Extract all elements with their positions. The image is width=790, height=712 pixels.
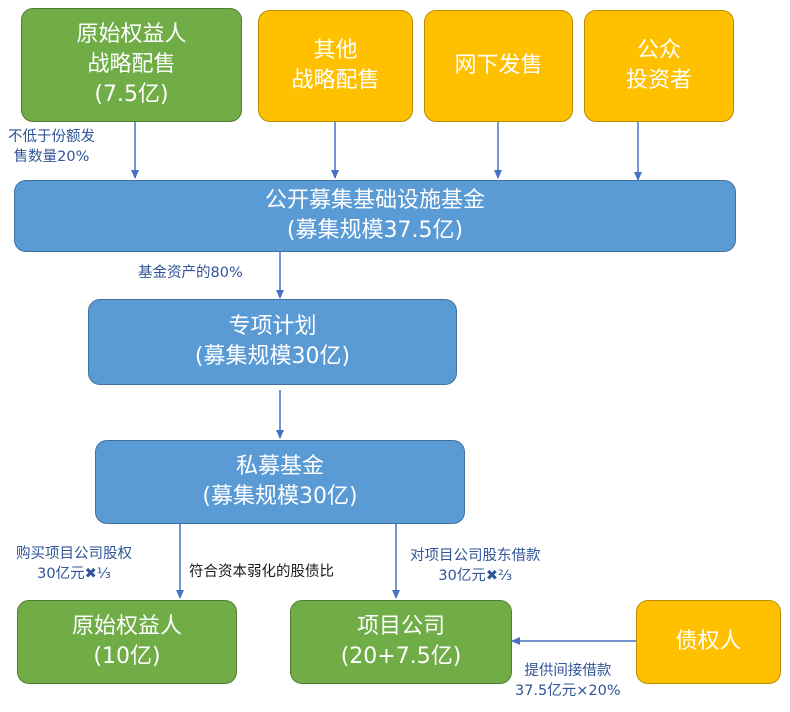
node-line: 债权人 — [675, 629, 742, 655]
node-line: (20+7.5亿) — [340, 644, 462, 669]
node-line: 私募基金 — [235, 454, 324, 480]
min-share-label: 不低于份额发 售数量20% — [8, 128, 95, 167]
debt-ratio-label: 符合资本弱化的股债比 — [189, 564, 334, 580]
node-line: 其他 — [313, 38, 358, 64]
shareholder-loan-label: 对项目公司股东借款 30亿元✖⅔ — [410, 547, 541, 586]
label-line: 30亿元✖⅔ — [438, 567, 513, 584]
node-line: 原始权益人 — [76, 22, 187, 48]
node-line: 原始权益人 — [71, 614, 182, 640]
node-line: 专项计划 — [228, 314, 317, 340]
node-line: 战略配售 — [87, 52, 176, 78]
indirect-loan-label: 提供间接借款 37.5亿元×20% — [515, 662, 621, 701]
public-investors-node: 公众 投资者 — [584, 10, 734, 122]
public-infrastructure-fund-node: 公开募集基础设施基金 (募集规模37.5亿) — [14, 180, 736, 252]
node-line: (10亿) — [93, 644, 161, 669]
private-fund-node: 私募基金 (募集规模30亿) — [95, 440, 465, 524]
other-strategic-placement-node: 其他 战略配售 — [258, 10, 413, 122]
node-line: (募集规模30亿) — [202, 484, 358, 509]
original-owner-node: 原始权益人 (10亿) — [17, 600, 237, 684]
fund-assets-label: 基金资产的80% — [138, 265, 243, 281]
node-line: 网下发售 — [454, 53, 543, 79]
project-company-node: 项目公司 (20+7.5亿) — [290, 600, 512, 684]
node-line: (募集规模37.5亿) — [286, 218, 464, 243]
node-line: 项目公司 — [356, 614, 445, 640]
node-line: 战略配售 — [291, 68, 380, 93]
node-line: (7.5亿) — [94, 81, 169, 107]
node-line: 公众 — [636, 38, 681, 64]
node-line: (募集规模30亿) — [194, 344, 351, 369]
offline-offering-node: 网下发售 — [424, 10, 573, 122]
original-strategic-placement-node: 原始权益人 战略配售 (7.5亿) — [21, 8, 242, 122]
label-line: 购买项目公司股权 — [16, 546, 132, 562]
label-line: 售数量20% — [13, 148, 90, 165]
creditor-node: 债权人 — [636, 600, 781, 684]
special-plan-node: 专项计划 (募集规模30亿) — [88, 299, 457, 385]
label-line: 不低于份额发 — [8, 129, 95, 145]
label-line: 37.5亿元×20% — [515, 682, 621, 699]
label-line: 提供间接借款 — [524, 663, 612, 679]
label-line: 30亿元✖⅓ — [37, 565, 111, 582]
buy-equity-label: 购买项目公司股权 30亿元✖⅓ — [16, 545, 132, 584]
node-line: 投资者 — [625, 68, 692, 93]
node-line: 公开募集基础设施基金 — [264, 188, 485, 214]
label-line: 对项目公司股东借款 — [410, 548, 541, 564]
